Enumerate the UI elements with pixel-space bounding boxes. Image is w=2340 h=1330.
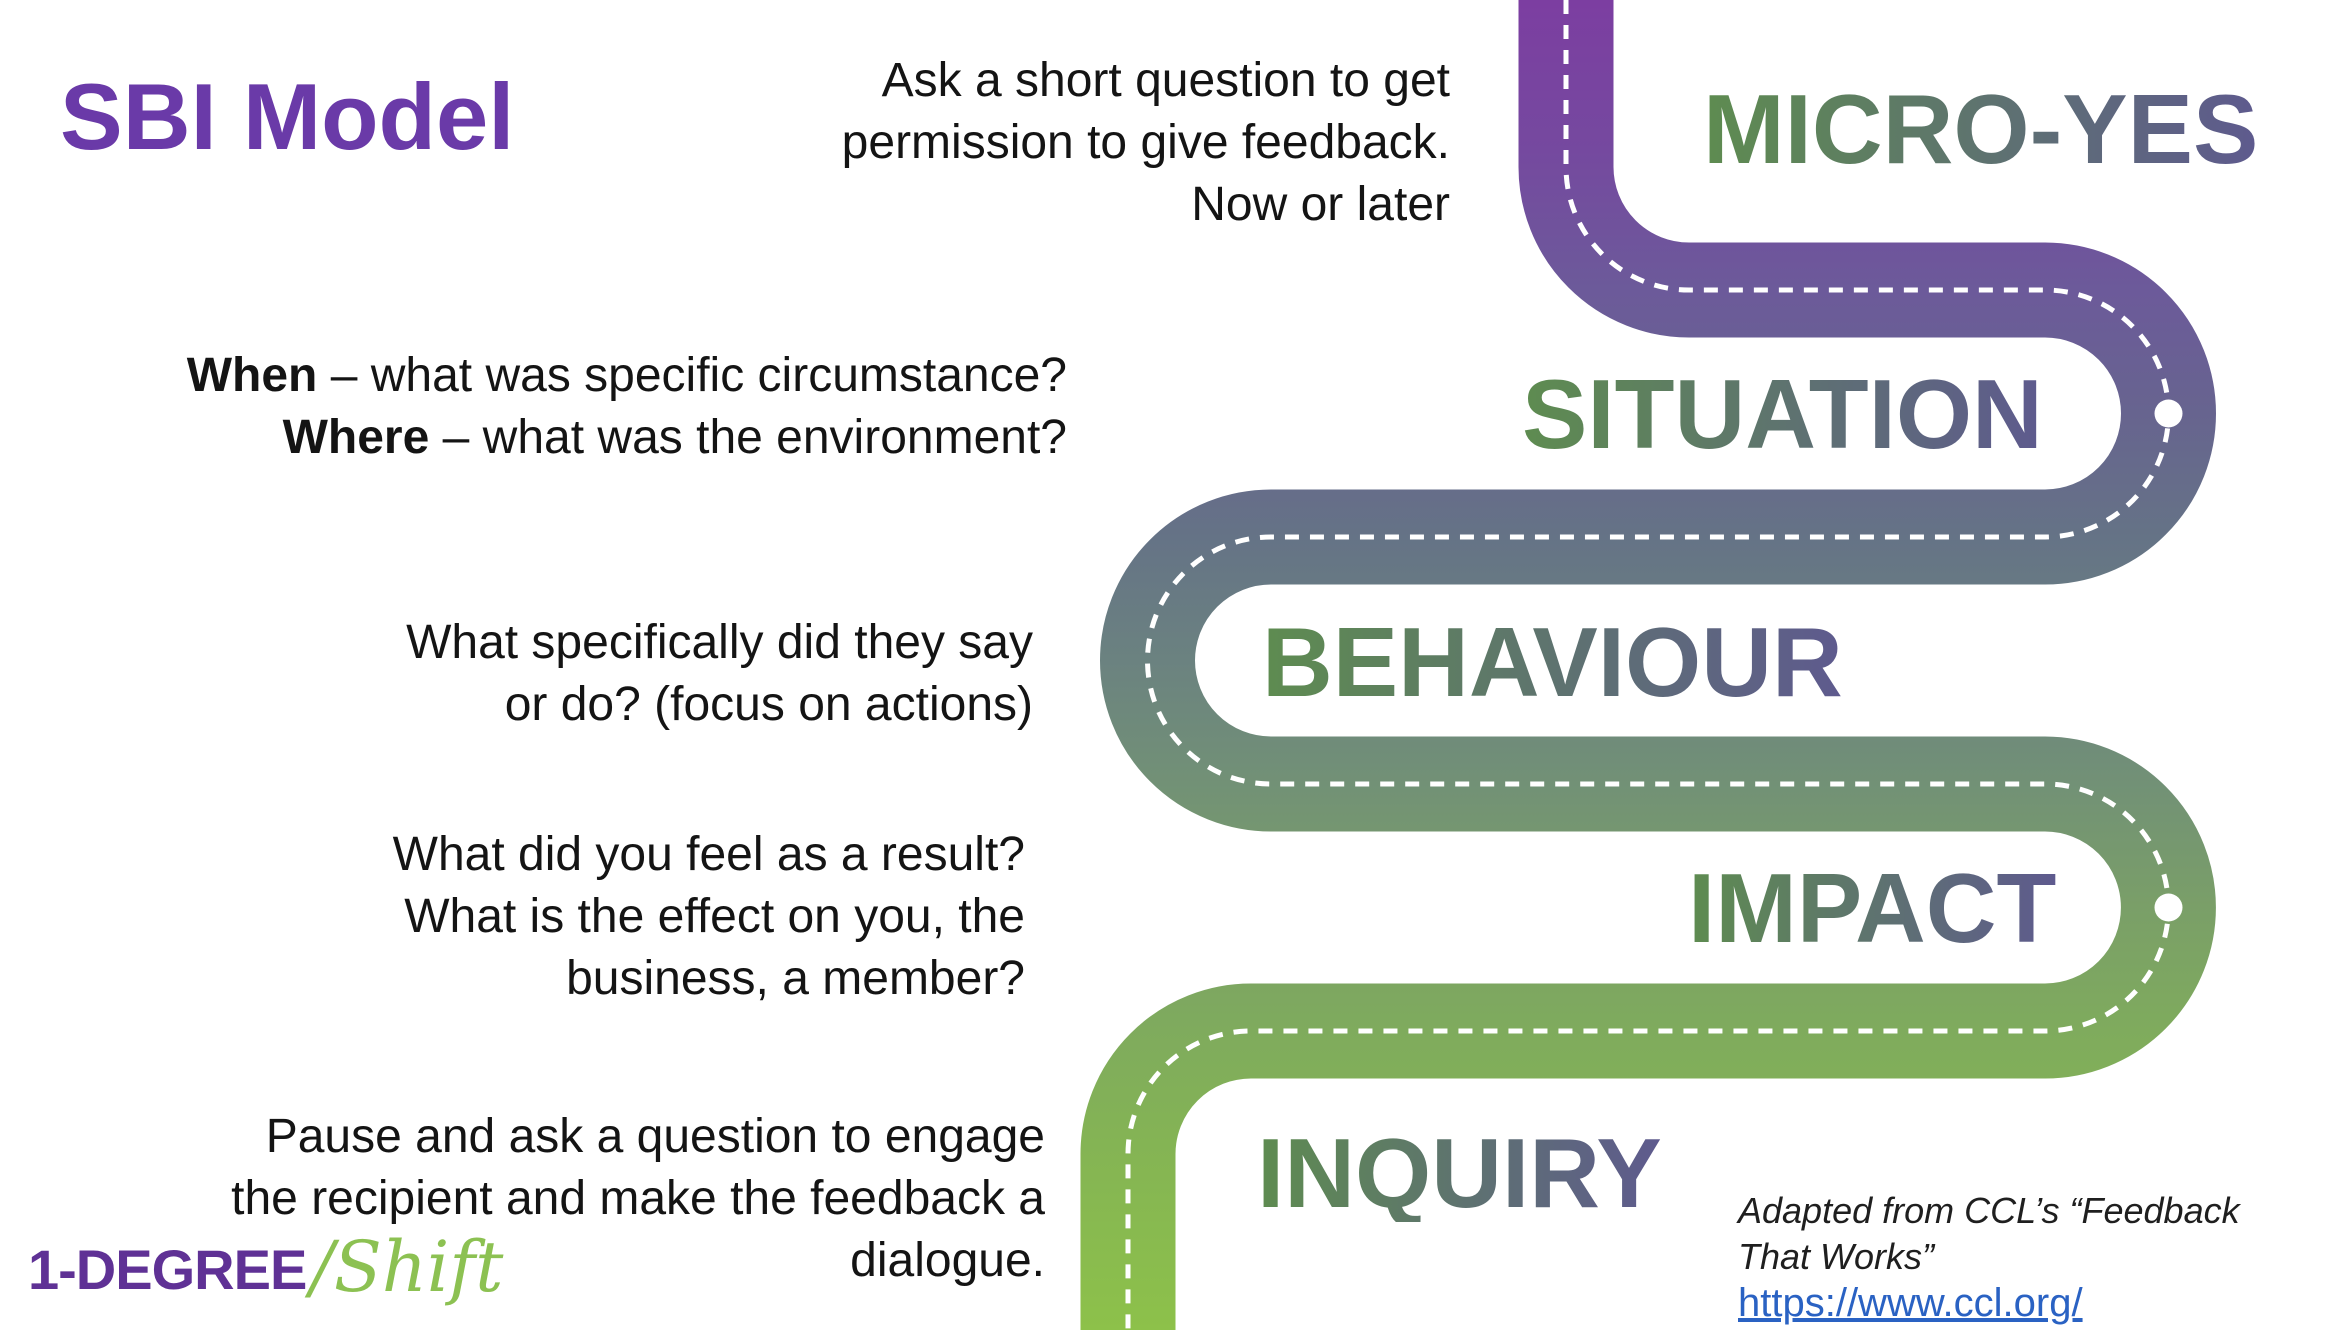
one-degree-shift-logo: 1-DEGREE/Shift: [28, 1232, 503, 1302]
stage-label-impact: IMPACT: [1688, 853, 2057, 963]
note-line: What did you feel as a result?: [392, 828, 1025, 881]
note-line-rest: – what was specific circumstance?: [317, 349, 1067, 402]
note-inquiry: Pause and ask a question to engage the r…: [231, 1106, 1045, 1292]
logo-script-text: /Shift: [310, 1226, 504, 1308]
note-line: Now or later: [1191, 178, 1450, 231]
note-micro-yes: Ask a short question to get permission t…: [842, 50, 1450, 236]
note-line: When – what was specific circumstance?: [187, 345, 1067, 407]
note-situation: When – what was specific circumstance? W…: [187, 345, 1067, 469]
note-line: dialogue.: [850, 1234, 1045, 1287]
note-line: Where – what was the environment?: [187, 407, 1067, 469]
note-line: What specifically did they say: [406, 616, 1033, 669]
waypoint-dot-situation: [2154, 399, 2183, 428]
attribution-line: Adapted from CCL’s “Feedback: [1738, 1190, 2240, 1231]
note-behaviour: What specifically did they say or do? (f…: [406, 612, 1033, 736]
stage-label-situation: SITUATION: [1522, 359, 2043, 469]
road-centerline: [1125, 0, 2171, 1330]
note-line: What is the effect on you, the: [404, 890, 1025, 943]
stage-label-inquiry: INQUIRY: [1257, 1118, 1662, 1228]
note-line: permission to give feedback.: [841, 116, 1450, 169]
stage-label-behaviour: BEHAVIOUR: [1262, 607, 1843, 717]
note-lead-bold: Where: [282, 411, 430, 464]
attribution-line: That Works”: [1738, 1236, 1935, 1277]
note-impact: What did you feel as a result? What is t…: [393, 824, 1025, 1010]
ccl-link[interactable]: https://www.ccl.org/: [1738, 1281, 2083, 1325]
note-line: or do? (focus on actions): [504, 678, 1033, 731]
note-line: the recipient and make the feedback a: [231, 1172, 1045, 1225]
logo-wordmark: 1-DEGREE: [28, 1238, 307, 1301]
note-lead-bold: When: [186, 349, 318, 402]
note-line: Ask a short question to get: [881, 54, 1450, 107]
stage-label-micro-yes: MICRO-YES: [1703, 74, 2259, 184]
waypoint-dot-impact: [2154, 893, 2183, 922]
page-title: SBI Model: [60, 64, 515, 169]
note-line: business, a member?: [566, 952, 1025, 1005]
note-line-rest: – what was the environment?: [429, 411, 1067, 464]
attribution: Adapted from CCL’s “Feedback That Works”…: [1738, 1188, 2338, 1327]
note-line: Pause and ask a question to engage: [265, 1110, 1045, 1163]
